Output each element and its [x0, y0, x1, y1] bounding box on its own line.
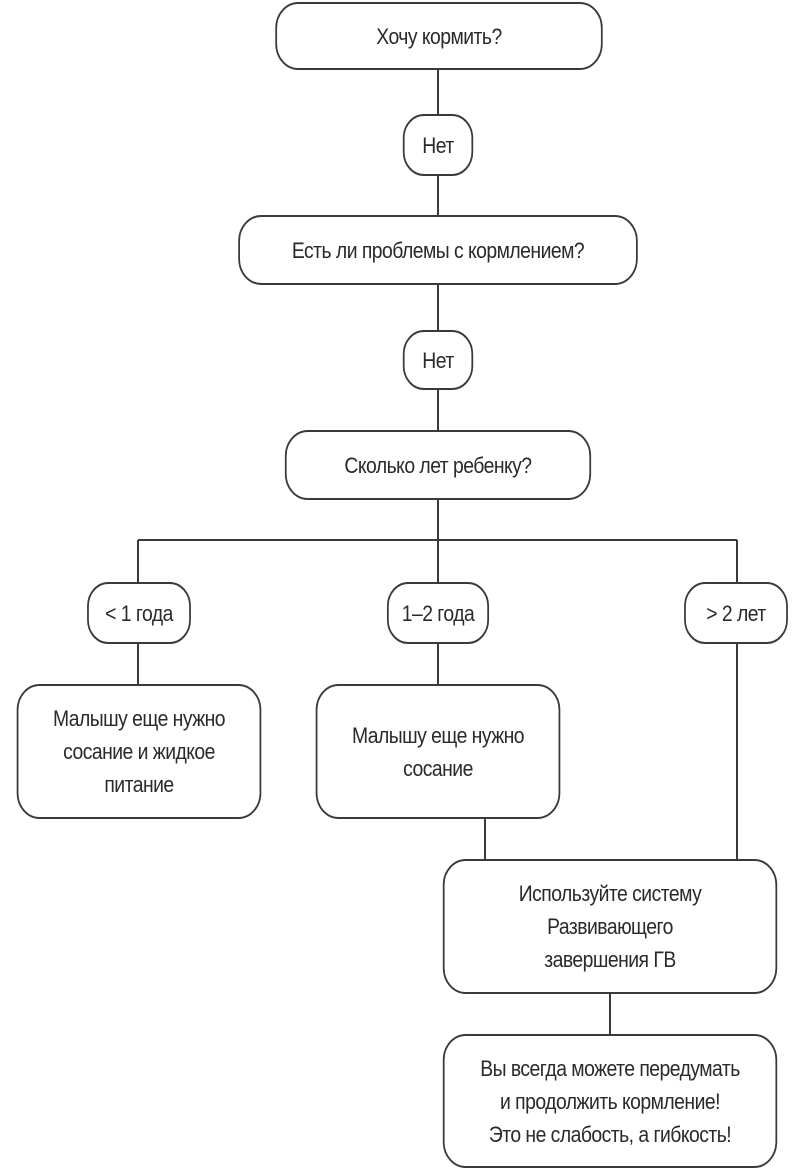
branch-over-2-years: > 2 лет [684, 582, 788, 644]
node-text: Нет [422, 347, 454, 373]
node-text: Малышу еще нужно сосание и жидкое питани… [52, 706, 226, 797]
answer-no-1: Нет [402, 114, 474, 176]
node-text: Используйте систему Развивающего заверше… [518, 881, 702, 972]
answer-no-2: Нет [402, 330, 474, 390]
result-needs-sucking: Малышу еще нужно сосание [315, 684, 561, 819]
node-text: Малышу еще нужно сосание [351, 722, 525, 781]
result-can-change-mind: Вы всегда можете передумать и продолжить… [442, 1034, 778, 1168]
node-text: Хочу кормить? [376, 23, 502, 49]
node-text: Сколько лет ребенку? [344, 452, 532, 478]
node-text: 1–2 года [401, 600, 475, 626]
branch-under-1-year: < 1 года [87, 582, 191, 644]
question-child-age: Сколько лет ребенку? [284, 430, 592, 500]
result-needs-sucking-and-liquid: Малышу еще нужно сосание и жидкое питани… [16, 684, 262, 819]
question-feeding-problems: Есть ли проблемы с кормлением? [238, 215, 638, 285]
node-text: Вы всегда можете передумать и продолжить… [480, 1055, 740, 1147]
branch-1-2-years: 1–2 года [386, 582, 490, 644]
node-text: Нет [422, 132, 454, 158]
node-text: < 1 года [105, 600, 173, 626]
node-text: Есть ли проблемы с кормлением? [291, 237, 585, 263]
result-use-weaning-system: Используйте систему Развивающего заверше… [442, 859, 778, 994]
question-want-to-feed: Хочу кормить? [275, 2, 603, 70]
node-text: > 2 лет [706, 600, 766, 626]
